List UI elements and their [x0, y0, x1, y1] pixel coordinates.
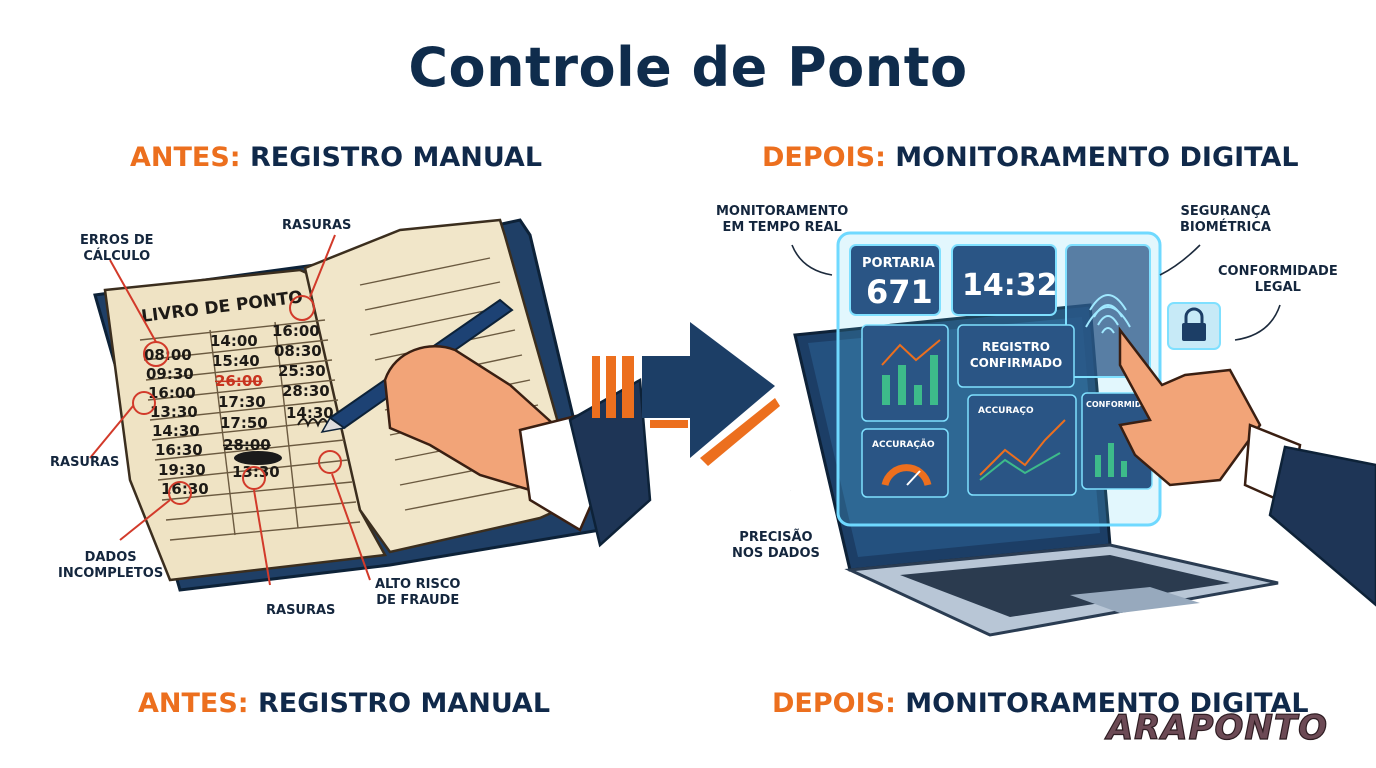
footer-before-label: REGISTRO MANUAL — [258, 688, 551, 719]
logbook-column-2: 14:00 15:40 26:00 17:30 17:50 28:00 13:3… — [210, 332, 280, 481]
after-heading-label: MONITORAMENTO DIGITAL — [895, 142, 1299, 173]
before-heading-key: ANTES: — [130, 142, 241, 173]
logbook-entry: 14:30 — [152, 422, 200, 440]
annotation-calculation-errors: ERROS DE CÁLCULO — [80, 233, 154, 264]
hologram-dashboard: PORTARIA 671 14:32 REGISTRO CONFIRMADO A… — [836, 231, 1162, 527]
registro-line-2: CONFIRMADO — [970, 356, 1062, 370]
transition-arrow-icon — [592, 322, 780, 466]
annotation-legal-compliance: CONFORMIDADE LEGAL — [1218, 264, 1338, 295]
logbook-entry: 09:30 — [146, 365, 194, 383]
annotation-real-time: MONITORAMENTO EM TEMPO REAL — [716, 204, 849, 235]
logbook-column-3: 16:00 08:30 25:30 28:30 14:30 — [272, 322, 334, 422]
annotation-erasures-left: RASURAS — [50, 455, 120, 470]
araponto-logo: ARAPONTO — [1106, 707, 1328, 748]
logbook-entry: 28:30 — [282, 382, 330, 400]
accuracao-label: ACCURAÇO — [978, 406, 1034, 416]
portaria-label: PORTARIA — [862, 256, 935, 271]
page-title: Controle de Ponto — [408, 36, 968, 99]
footer-after-label: MONITORAMENTO DIGITAL — [905, 688, 1309, 719]
logbook-entry: 14:30 — [286, 404, 334, 422]
logbook-entry: 13:30 — [150, 403, 198, 421]
annotation-biometric: SEGURANÇA BIOMÉTRICA — [1180, 204, 1271, 235]
annotation-erasures-bottom: RASURAS — [266, 603, 336, 618]
logbook-column-1: 08:00 09:30 16:00 13:30 14:30 16:30 19:3… — [144, 346, 209, 498]
footer-after-heading: DEPOIS: MONITORAMENTO DIGITAL — [772, 688, 1309, 719]
logbook-entry: 14:00 — [210, 332, 258, 350]
portaria-value: 671 — [866, 273, 933, 311]
conformidade-label: CONFORMIDA — [1086, 400, 1148, 409]
annotation-erasures-top: RASURAS — [282, 218, 352, 233]
annotation-incomplete-data: DADOS INCOMPLETOS — [58, 550, 164, 581]
error-markers — [89, 234, 371, 586]
registro-line-1: REGISTRO — [982, 340, 1050, 354]
logbook-entry: 16:30 — [155, 441, 203, 459]
footer-after-key: DEPOIS: — [772, 688, 896, 719]
after-heading: DEPOIS: MONITORAMENTO DIGITAL — [762, 142, 1299, 173]
digital-monitoring-illustration: PORTARIA 671 14:32 REGISTRO CONFIRMADO A… — [790, 231, 1376, 637]
manual-logbook-illustration: LIVRO DE PONTO 08:00 09:30 16:00 13:30 1… — [89, 218, 652, 592]
logbook-entry-crossed: 26:00 — [215, 372, 263, 390]
lock-icon — [1182, 307, 1206, 341]
annotation-data-precision: PRECISÃO NOS DADOS — [732, 530, 820, 561]
footer-before-key: ANTES: — [138, 688, 249, 719]
logbook-entry: 17:50 — [220, 414, 268, 432]
before-heading: ANTES: REGISTRO MANUAL — [130, 142, 542, 173]
logbook-entry: 16:00 — [148, 384, 196, 402]
footer-before-heading: ANTES: REGISTRO MANUAL — [138, 688, 550, 719]
logbook-entry: 17:30 — [218, 393, 266, 411]
logbook-entry: 08:30 — [274, 342, 322, 360]
ink-smudge — [234, 451, 282, 465]
logbook-entry: 25:30 — [278, 362, 326, 380]
logbook-entry: 15:40 — [212, 352, 260, 370]
logbook-entry: 13:30 — [232, 463, 280, 481]
clock-display: 14:32 — [962, 268, 1058, 303]
logbook-entry: 16:00 — [272, 322, 320, 340]
logbook-entry-crossed: 28:00 — [223, 436, 271, 454]
fingerprint-icon — [1085, 294, 1131, 334]
before-heading-label: REGISTRO MANUAL — [250, 142, 543, 173]
after-heading-key: DEPOIS: — [762, 142, 886, 173]
writing-hand — [320, 298, 652, 548]
pointing-hand — [1118, 326, 1376, 607]
annotation-fraud-risk: ALTO RISCO DE FRAUDE — [375, 577, 461, 608]
acuracao-label: ACCURAÇÃO — [872, 439, 935, 450]
logbook-entry: 19:30 — [158, 461, 206, 479]
